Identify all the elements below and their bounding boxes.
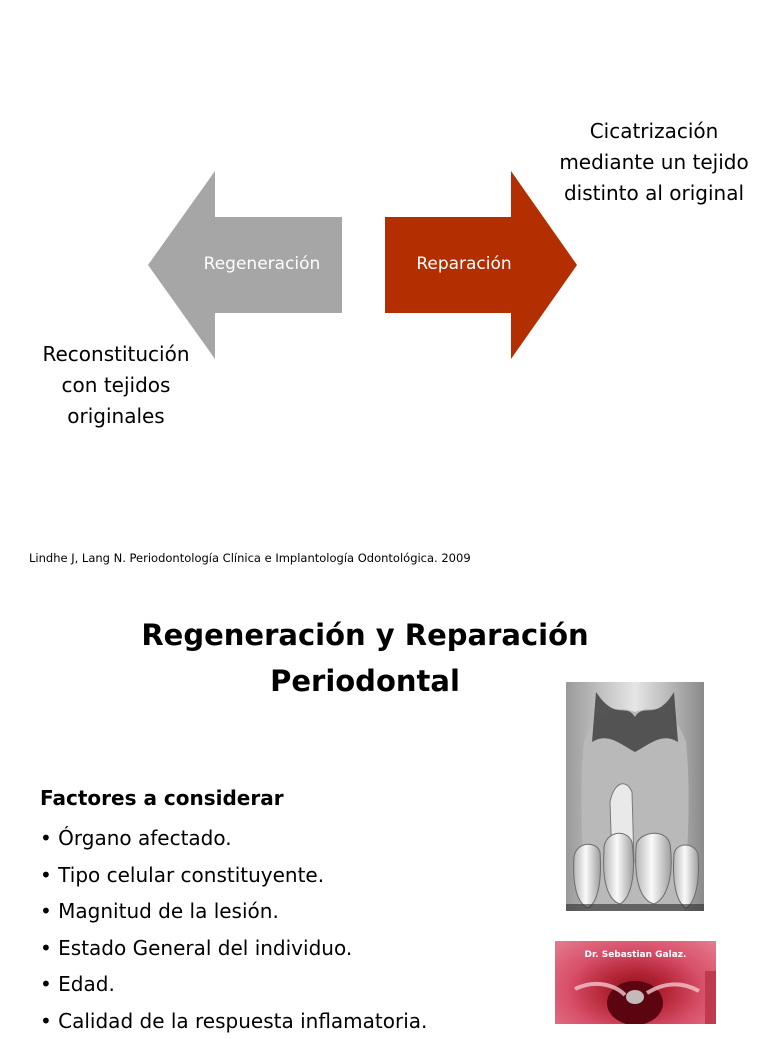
- regeneration-label: Regeneración: [188, 247, 336, 281]
- factors-list: Órgano afectado. Tipo celular constituye…: [40, 820, 427, 1039]
- regeneration-description-line: originales: [20, 401, 212, 432]
- repair-description-line: Cicatrización: [540, 116, 768, 147]
- list-item: Calidad de la respuesta inflamatoria.: [40, 1003, 427, 1039]
- list-item: Órgano afectado.: [40, 820, 427, 857]
- list-item: Tipo celular constituyente.: [40, 857, 427, 894]
- list-item: Estado General del individuo.: [40, 930, 427, 967]
- repair-description-line: distinto al original: [540, 178, 768, 209]
- photo-credit: Dr. Sebastian Galaz.: [555, 950, 716, 960]
- list-item: Edad.: [40, 966, 427, 1003]
- repair-label: Reparación: [390, 247, 538, 281]
- slide-title-line: Regeneración y Reparación: [0, 612, 730, 658]
- list-item: Magnitud de la lesión.: [40, 893, 427, 930]
- regeneration-description-line: Reconstitución: [20, 339, 212, 370]
- repair-description-line: mediante un tejido: [540, 147, 768, 178]
- regeneration-description: Reconstitución con tejidos originales: [20, 339, 212, 432]
- clinical-photo: Dr. Sebastian Galaz.: [555, 941, 716, 1024]
- citation: Lindhe J, Lang N. Periodontología Clínic…: [29, 551, 471, 565]
- regeneration-description-line: con tejidos: [20, 370, 212, 401]
- ct-scan-image: [566, 682, 704, 911]
- factors-heading: Factores a considerar: [40, 786, 284, 810]
- repair-description: Cicatrización mediante un tejido distint…: [540, 116, 768, 209]
